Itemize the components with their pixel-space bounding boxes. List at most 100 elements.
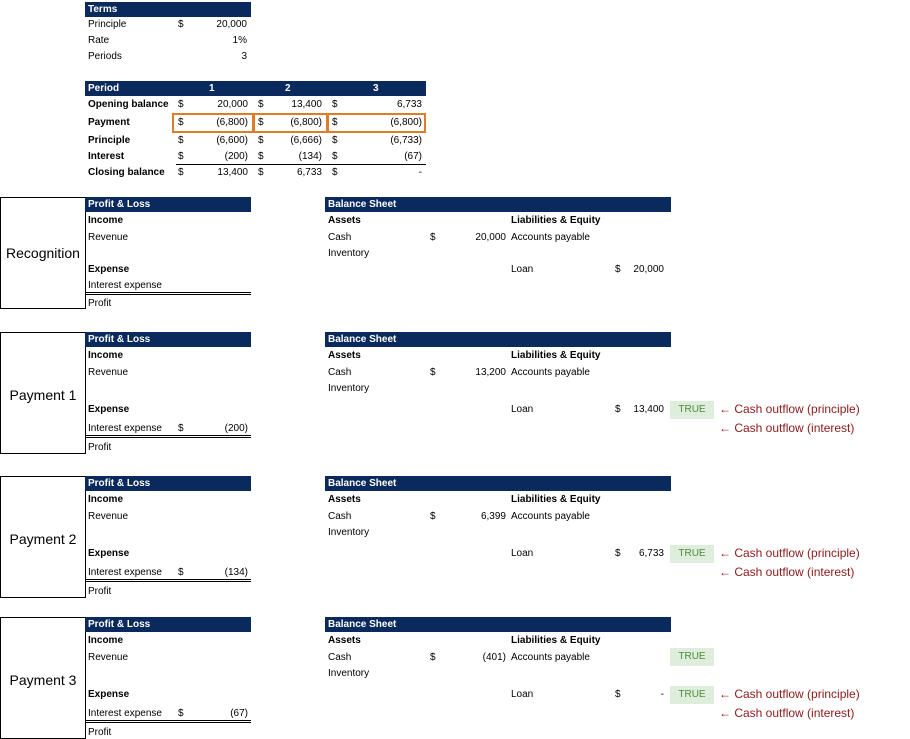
terms-principle-value: 20,000 xyxy=(216,19,247,30)
terms-principle-label: Principle xyxy=(88,19,127,30)
terms-rate-label: Rate xyxy=(88,35,110,46)
interest-expense-currency: $ xyxy=(178,708,184,719)
cash-value: 6,399 xyxy=(480,511,506,522)
inventory-label: Inventory xyxy=(328,383,370,394)
note-interest: ← Cash outflow (interest) xyxy=(719,565,855,579)
assets-label: Assets xyxy=(328,635,361,646)
loan-check-badge: TRUE xyxy=(670,686,714,704)
schedule-cell-currency: $ xyxy=(178,151,184,162)
expense-label: Expense xyxy=(88,689,130,700)
terms-periods-label: Periods xyxy=(88,51,122,62)
schedule-cell-value: 6,733 xyxy=(396,99,422,110)
income-label: Income xyxy=(88,635,124,646)
expense-label: Expense xyxy=(88,404,130,415)
cash-currency: $ xyxy=(430,511,436,522)
schedule-cell-value: (134) xyxy=(298,151,322,162)
schedule-cell-value: - xyxy=(418,167,422,178)
schedule-cell-currency: $ xyxy=(332,99,338,110)
loan-label: Loan xyxy=(511,548,534,559)
interest-double-rule xyxy=(86,292,251,295)
profit-label: Profit xyxy=(88,727,112,738)
payment-highlight-3 xyxy=(327,113,426,133)
schedule-row-label: Payment xyxy=(88,117,130,128)
schedule-cell-currency: $ xyxy=(332,151,338,162)
assets-label: Assets xyxy=(328,494,361,505)
schedule-cell-currency: $ xyxy=(332,135,338,146)
schedule-cell-value: 20,000 xyxy=(217,99,248,110)
terms-principle-currency: $ xyxy=(178,19,184,30)
interest-double-rule xyxy=(86,435,251,438)
period-label: Period xyxy=(88,83,120,94)
schedule-row-label: Interest xyxy=(88,151,125,162)
income-label: Income xyxy=(88,215,124,226)
interest-expense-value: (200) xyxy=(224,423,248,434)
loan-check-badge: TRUE xyxy=(670,545,714,563)
schedule-cell-currency: $ xyxy=(258,167,264,178)
liab-equity-label: Liabilities & Equity xyxy=(511,494,601,505)
loan-value: 20,000 xyxy=(633,264,664,275)
cash-label: Cash xyxy=(328,367,352,378)
schedule-cell-currency: $ xyxy=(332,167,338,178)
interest-expense-label: Interest expense xyxy=(88,280,162,291)
section-label-box xyxy=(0,332,86,454)
loan-value: 13,400 xyxy=(633,404,664,415)
section-label-box xyxy=(0,476,86,598)
schedule-cell-value: (200) xyxy=(224,151,248,162)
cash-currency: $ xyxy=(430,652,436,663)
cash-label: Cash xyxy=(328,232,352,243)
section-label: Recognition xyxy=(6,245,80,261)
terms-header: Terms xyxy=(85,2,251,17)
accounts-payable-label: Accounts payable xyxy=(511,367,590,378)
schedule-row-label: Closing balance xyxy=(88,167,165,178)
interest-double-rule xyxy=(86,720,251,723)
schedule-cell-currency: $ xyxy=(178,117,184,128)
loan-label: Loan xyxy=(511,404,534,415)
section-label: Payment 3 xyxy=(9,672,77,688)
schedule-cell-currency: $ xyxy=(258,151,264,162)
inventory-label: Inventory xyxy=(328,248,370,259)
loan-currency: $ xyxy=(615,689,621,700)
note-interest: ← Cash outflow (interest) xyxy=(719,421,855,435)
expense-label: Expense xyxy=(88,264,130,275)
inventory-label: Inventory xyxy=(328,668,370,679)
pl-header: Profit & Loss xyxy=(85,197,251,212)
terms-rate-value: 1% xyxy=(232,35,247,46)
schedule-row-label: Opening balance xyxy=(88,99,169,110)
cash-value: 20,000 xyxy=(475,232,506,243)
schedule-total-rule xyxy=(176,164,426,165)
section-label-box xyxy=(0,197,86,309)
expense-label: Expense xyxy=(88,548,130,559)
note-principle: ← Cash outflow (principle) xyxy=(719,402,860,416)
ap-check-badge: TRUE xyxy=(670,648,714,666)
profit-label: Profit xyxy=(88,442,112,453)
assets-label: Assets xyxy=(328,350,361,361)
revenue-label: Revenue xyxy=(88,367,129,378)
income-label: Income xyxy=(88,494,124,505)
loan-check-badge: TRUE xyxy=(670,401,714,419)
period-3: 3 xyxy=(373,83,379,94)
inventory-label: Inventory xyxy=(328,527,370,538)
schedule-cell-currency: $ xyxy=(258,135,264,146)
note-principle: ← Cash outflow (principle) xyxy=(719,546,860,560)
income-label: Income xyxy=(88,350,124,361)
loan-label: Loan xyxy=(511,689,534,700)
bs-header: Balance Sheet xyxy=(325,617,671,632)
schedule-cell-value: (6,600) xyxy=(216,135,248,146)
cash-currency: $ xyxy=(430,232,436,243)
schedule-cell-value: 13,400 xyxy=(291,99,322,110)
loan-currency: $ xyxy=(615,404,621,415)
loan-value: 6,733 xyxy=(638,548,664,559)
note-interest: ← Cash outflow (interest) xyxy=(719,706,855,720)
schedule-cell-currency: $ xyxy=(178,99,184,110)
bs-header: Balance Sheet xyxy=(325,197,671,212)
interest-expense-currency: $ xyxy=(178,567,184,578)
pl-header: Profit & Loss xyxy=(85,617,251,632)
terms-header-label: Terms xyxy=(88,4,118,15)
schedule-cell-value: 13,400 xyxy=(217,167,248,178)
liab-equity-label: Liabilities & Equity xyxy=(511,350,601,361)
cash-value: (401) xyxy=(482,652,506,663)
bs-header: Balance Sheet xyxy=(325,332,671,347)
assets-label: Assets xyxy=(328,215,361,226)
schedule-row-label: Principle xyxy=(88,135,131,146)
schedule-cell-currency: $ xyxy=(258,117,264,128)
